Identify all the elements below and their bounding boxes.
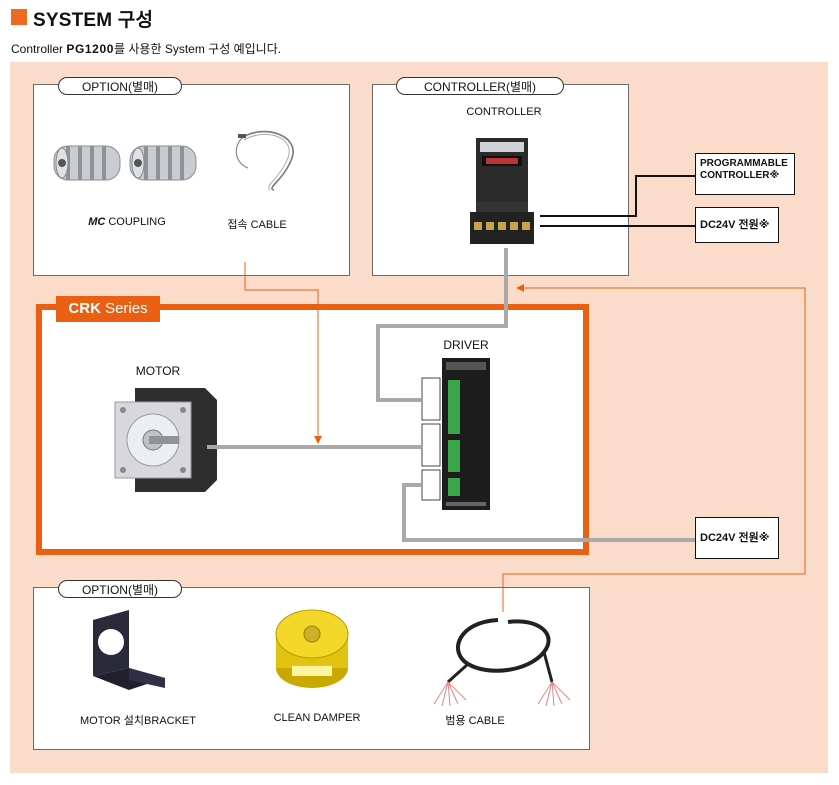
bracket-icon	[93, 610, 165, 690]
gray-cables	[207, 248, 695, 542]
controller-pill: CONTROLLER(별매)	[396, 77, 564, 95]
driver-power-cable	[402, 483, 695, 542]
page-title: SYSTEM 구성	[33, 10, 154, 31]
damper-label: CLEAN DAMPER	[273, 712, 361, 724]
general-cable-icon	[433, 618, 571, 707]
bracket-label: MOTOR 설치BRACKET	[80, 715, 196, 727]
motor-label: MOTOR	[135, 364, 181, 378]
controller-plc-wire	[540, 175, 695, 217]
crk-tab-bold: CRK	[68, 300, 101, 317]
driver-label: DRIVER	[443, 338, 489, 352]
general-cable-line	[502, 284, 806, 612]
subtitle-suffix: 를 사용한 System 구성 예입니다.	[114, 42, 282, 56]
power2-box: DC24V 전원※	[695, 517, 779, 559]
controller-label: CONTROLLER	[466, 106, 542, 118]
general-cable-label: 범용 CABLE	[445, 715, 505, 727]
subtitle-prefix: Controller	[11, 42, 64, 56]
motor-icon	[114, 388, 217, 492]
plc-line1: PROGRAMMABLE	[700, 158, 788, 169]
cable-icon	[235, 130, 294, 191]
page-subtitle: Controller PG1200를 사용한 System 구성 예입니다.	[11, 40, 281, 57]
connection-cable-label: 접속 CABLE	[227, 219, 287, 231]
plc-line2: CONTROLLER※	[700, 170, 780, 181]
option-top-pill: OPTION(별매)	[58, 77, 182, 95]
subtitle-model: PG1200	[66, 42, 115, 56]
coupling-label-bold: MC	[88, 216, 106, 228]
black-wires	[540, 175, 695, 227]
power1-box: DC24V 전원※	[695, 207, 779, 243]
driver-icon	[421, 358, 490, 510]
coupling-label-rest: COUPLING	[105, 216, 166, 228]
option-bottom-pill: OPTION(별매)	[58, 580, 182, 598]
crk-series-tab: CRK Series	[56, 296, 160, 322]
controller-driver-cable	[376, 248, 508, 402]
crk-tab-rest: Series	[100, 300, 148, 317]
damper-icon	[275, 609, 349, 688]
coupling-icon	[53, 145, 197, 181]
cable-option-line	[244, 262, 322, 444]
controller-device-icon	[470, 138, 534, 244]
title-square-icon	[11, 9, 27, 25]
orange-lines	[244, 262, 806, 612]
coupling-label: MC COUPLING	[52, 216, 202, 228]
plc-box: PROGRAMMABLE CONTROLLER※	[695, 153, 795, 195]
